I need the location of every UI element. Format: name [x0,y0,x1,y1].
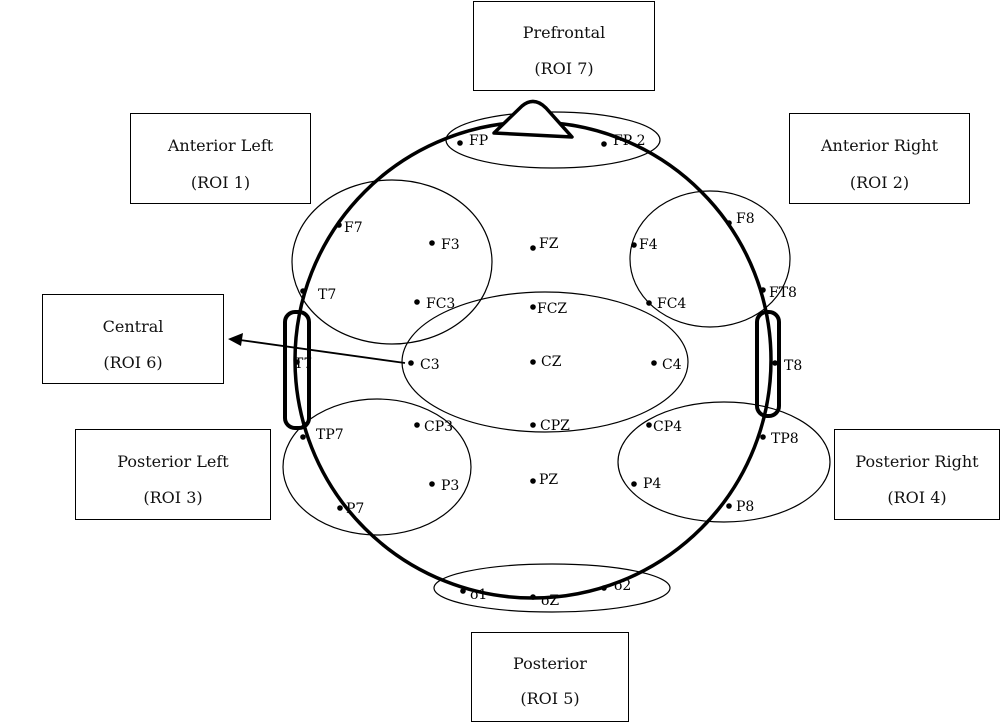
electrode-cz: CZ [530,354,562,370]
electrode-fp2: FP 2 [601,133,646,149]
roi-outline-temporal-right [755,310,781,418]
roi-name: Posterior Right [855,452,979,471]
electrode-fp1: FP [457,133,488,149]
electrode-label: TP7 [316,427,344,443]
electrode-label: P4 [643,476,661,492]
electrode-label: FC4 [657,296,686,312]
electrode-oz: oZ [530,593,559,609]
electrode-label: C3 [420,357,440,373]
electrode-label: FT8 [769,285,797,301]
electrode-o2: o2 [601,578,631,594]
electrode-fcz: FCZ [530,301,567,317]
roi-ellipse-posterior-left [282,398,472,536]
electrode-c4: C4 [651,357,682,373]
nose-outline [492,99,574,139]
roi-box-prefrontal: Prefrontal (ROI 7) [473,1,655,91]
roi-name: Posterior [513,654,587,673]
roi-ellipse-posterior-right [617,401,831,523]
electrode-f7: F7 [336,220,363,236]
electrode-label: o2 [614,578,631,594]
electrode-label: TP8 [771,431,799,447]
roi-outline-temporal-left [283,310,311,430]
central-arrow-head [228,333,243,346]
roi-ellipse-anterior-right [629,190,791,328]
electrode-label: P3 [441,478,459,494]
electrode-p8: P8 [726,499,754,515]
electrode-label: FC3 [426,296,455,312]
electrode-label: P8 [736,499,754,515]
roi-box-posterior-left: Posterior Left (ROI 3) [75,429,271,520]
electrode-label: F7 [344,220,363,236]
electrode-o1: o1 [460,587,487,603]
roi-box-posterior-right: Posterior Right (ROI 4) [834,429,1000,520]
electrode-label: C4 [662,357,682,373]
roi-id: (ROI 2) [849,173,910,192]
electrode-label: FZ [539,236,559,252]
electrode-f4: F4 [631,237,658,253]
electrode-cp3: CP3 [414,419,453,435]
electrode-fc3: FC3 [414,296,455,312]
electrode-label: CPZ [540,418,570,434]
roi-name: Posterior Left [117,452,229,471]
electrode-label: oZ [541,593,559,609]
electrode-label: F8 [736,211,755,227]
roi-id: (ROI 3) [143,488,203,507]
electrode-ft7: T7 [300,287,336,303]
electrode-ft8: FT8 [760,285,797,301]
electrode-c3: C3 [408,357,440,373]
roi-name: Anterior Left [167,136,274,155]
electrode-label: T8 [784,358,802,374]
electrode-cp4: CP4 [646,419,682,435]
roi-id: (ROI 5) [520,689,580,708]
electrode-pz: PZ [530,472,558,488]
roi-id: (ROI 1) [190,173,251,192]
electrode-t8: T8 [772,358,802,374]
electrode-label: F4 [639,237,658,253]
electrode-label: P7 [346,501,364,517]
roi-ellipse-anterior-left [291,179,493,345]
electrode-p4: P4 [631,476,661,492]
roi-box-anterior-left: Anterior Left (ROI 1) [130,113,311,204]
roi-id: (ROI 4) [887,488,947,507]
electrode-label: CP3 [424,419,453,435]
electrode-p3: P3 [429,478,459,494]
electrode-tp7: TP7 [300,427,344,443]
electrode-cpz: CPZ [530,418,570,434]
central-arrow-line [239,339,406,364]
electrode-t7: T7 [294,356,312,372]
roi-ellipse-posterior [433,563,671,613]
electrode-label: CZ [541,354,562,370]
roi-box-central: Central (ROI 6) [42,294,224,384]
roi-id: (ROI 7) [534,59,594,78]
roi-box-anterior-right: Anterior Right (ROI 2) [789,113,970,204]
roi-name: Prefrontal [522,23,606,42]
electrode-fz: FZ [530,236,559,252]
electrode-label: o1 [470,587,487,603]
roi-name: Anterior Right [820,136,939,155]
electrode-f8: F8 [726,211,755,227]
electrode-label: FP 2 [613,133,646,149]
electrode-f3: F3 [429,237,460,253]
roi-box-posterior: Posterior (ROI 5) [471,632,629,722]
electrode-label: FP [469,133,488,149]
electrode-label: T7 [318,287,336,303]
roi-name: Central [102,317,164,336]
electrode-label: T7 [294,356,312,372]
electrode-label: F3 [441,237,460,253]
electrode-tp8: TP8 [760,431,799,447]
electrode-label: FCZ [537,301,567,317]
electrode-p7: P7 [337,501,364,517]
electrode-label: PZ [539,472,558,488]
electrode-fc4: FC4 [646,296,686,312]
electrode-label: CP4 [653,419,682,435]
roi-id: (ROI 6) [103,353,163,372]
